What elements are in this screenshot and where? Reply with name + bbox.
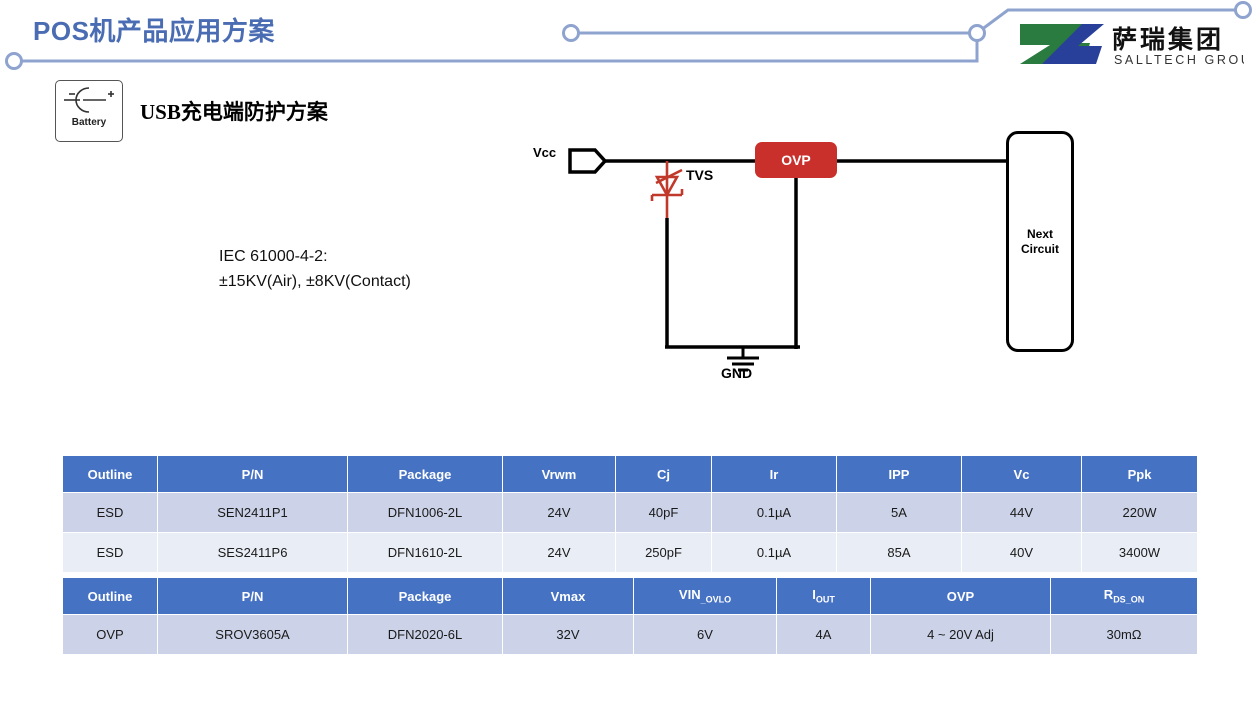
logo-mark — [1020, 24, 1104, 64]
col-rds-on: RDS_ON — [1050, 577, 1198, 615]
col-package: Package — [347, 455, 503, 493]
circuit-schematic: OVP Next Circuit Vcc TVS GND — [500, 120, 1120, 410]
cell-ipp: 85A — [836, 532, 962, 573]
col-ppk: Ppk — [1081, 455, 1198, 493]
col-iout: IOUT — [776, 577, 871, 615]
cell-ovp: 4 ~ 20V Adj — [870, 614, 1051, 655]
col-pn: P/N — [157, 577, 348, 615]
next-circuit-label: Next Circuit — [1021, 227, 1059, 257]
ovp-component: OVP — [755, 142, 837, 178]
cell-vc: 44V — [961, 492, 1082, 533]
cell-outline: ESD — [62, 532, 158, 573]
tvs-label: TVS — [686, 167, 714, 183]
table-header-row: Outline P/N Package Vrwm Cj Ir IPP Vc Pp… — [62, 455, 1198, 493]
col-vin-ovlo: VIN_OVLO — [633, 577, 777, 615]
logo-en-text: SALLTECH GROUP — [1114, 53, 1244, 67]
cell-package: DFN2020-6L — [347, 614, 503, 655]
section-title: USB充电端防护方案 — [140, 100, 328, 124]
col-outline: Outline — [62, 577, 158, 615]
battery-label: Battery — [71, 117, 107, 128]
cell-rds-on: 30mΩ — [1050, 614, 1198, 655]
company-logo: 萨瑞集团 SALLTECH GROUP — [1020, 24, 1244, 67]
next-circuit-line-1: Next — [1026, 226, 1053, 241]
cell-vin-ovlo: 6V — [633, 614, 777, 655]
col-pn: P/N — [157, 455, 348, 493]
gnd-label: GND — [721, 365, 753, 381]
col-package: Package — [347, 577, 503, 615]
cell-iout: 4A — [776, 614, 871, 655]
iec-standard-note: IEC 61000-4-2: ±15KV(Air), ±8KV(Contact) — [219, 245, 411, 295]
esd-parameters-table: Outline P/N Package Vrwm Cj Ir IPP Vc Pp… — [62, 455, 1198, 573]
col-outline: Outline — [62, 455, 158, 493]
col-ir: Ir — [711, 455, 837, 493]
cell-pn: SROV3605A — [157, 614, 348, 655]
iec-note-line-2: ±15KV(Air), ±8KV(Contact) — [219, 272, 411, 290]
logo-cn-text: 萨瑞集团 — [1112, 25, 1224, 54]
cell-cj: 250pF — [615, 532, 712, 573]
table-row: OVP SROV3605A DFN2020-6L 32V 6V 4A 4 ~ 2… — [62, 614, 1198, 655]
table-row: ESD SEN2411P1 DFN1006-2L 24V 40pF 0.1µA … — [62, 492, 1198, 533]
cell-outline: OVP — [62, 614, 158, 655]
iec-note-line-1: IEC 61000-4-2: — [219, 248, 328, 265]
col-vrwm: Vrwm — [502, 455, 616, 493]
table-header-row: Outline P/N Package Vmax VIN_OVLO IOUT O… — [62, 577, 1198, 615]
cell-vc: 40V — [961, 532, 1082, 573]
battery-icon-card: Battery — [55, 80, 123, 142]
col-vmax: Vmax — [502, 577, 634, 615]
cell-pn: SEN2411P1 — [157, 492, 348, 533]
next-circuit-line-2: Circuit — [1020, 241, 1059, 256]
col-ovp: OVP — [870, 577, 1051, 615]
header-decoration — [5, 1, 1252, 70]
cell-vrwm: 24V — [502, 492, 616, 533]
ovp-parameters-table: Outline P/N Package Vmax VIN_OVLO IOUT O… — [62, 577, 1198, 655]
cell-ppk: 220W — [1081, 492, 1198, 533]
cell-package: DFN1006-2L — [347, 492, 503, 533]
col-cj: Cj — [615, 455, 712, 493]
col-ipp: IPP — [836, 455, 962, 493]
cell-ppk: 3400W — [1081, 532, 1198, 573]
cell-ir: 0.1µA — [711, 532, 837, 573]
vcc-label: Vcc — [533, 145, 557, 160]
cell-package: DFN1610-2L — [347, 532, 503, 573]
cell-vmax: 32V — [502, 614, 634, 655]
cell-pn: SES2411P6 — [157, 532, 348, 573]
cell-outline: ESD — [62, 492, 158, 533]
cell-cj: 40pF — [615, 492, 712, 533]
cell-ipp: 5A — [836, 492, 962, 533]
battery-icon — [64, 87, 114, 113]
col-vc: Vc — [961, 455, 1082, 493]
schematic-wires — [568, 148, 1010, 372]
next-circuit-block: Next Circuit — [1006, 131, 1074, 352]
cell-ir: 0.1µA — [711, 492, 837, 533]
table-row: ESD SES2411P6 DFN1610-2L 24V 250pF 0.1µA… — [62, 532, 1198, 573]
cell-vrwm: 24V — [502, 532, 616, 573]
page-title: POS机产品应用方案 — [33, 16, 275, 46]
